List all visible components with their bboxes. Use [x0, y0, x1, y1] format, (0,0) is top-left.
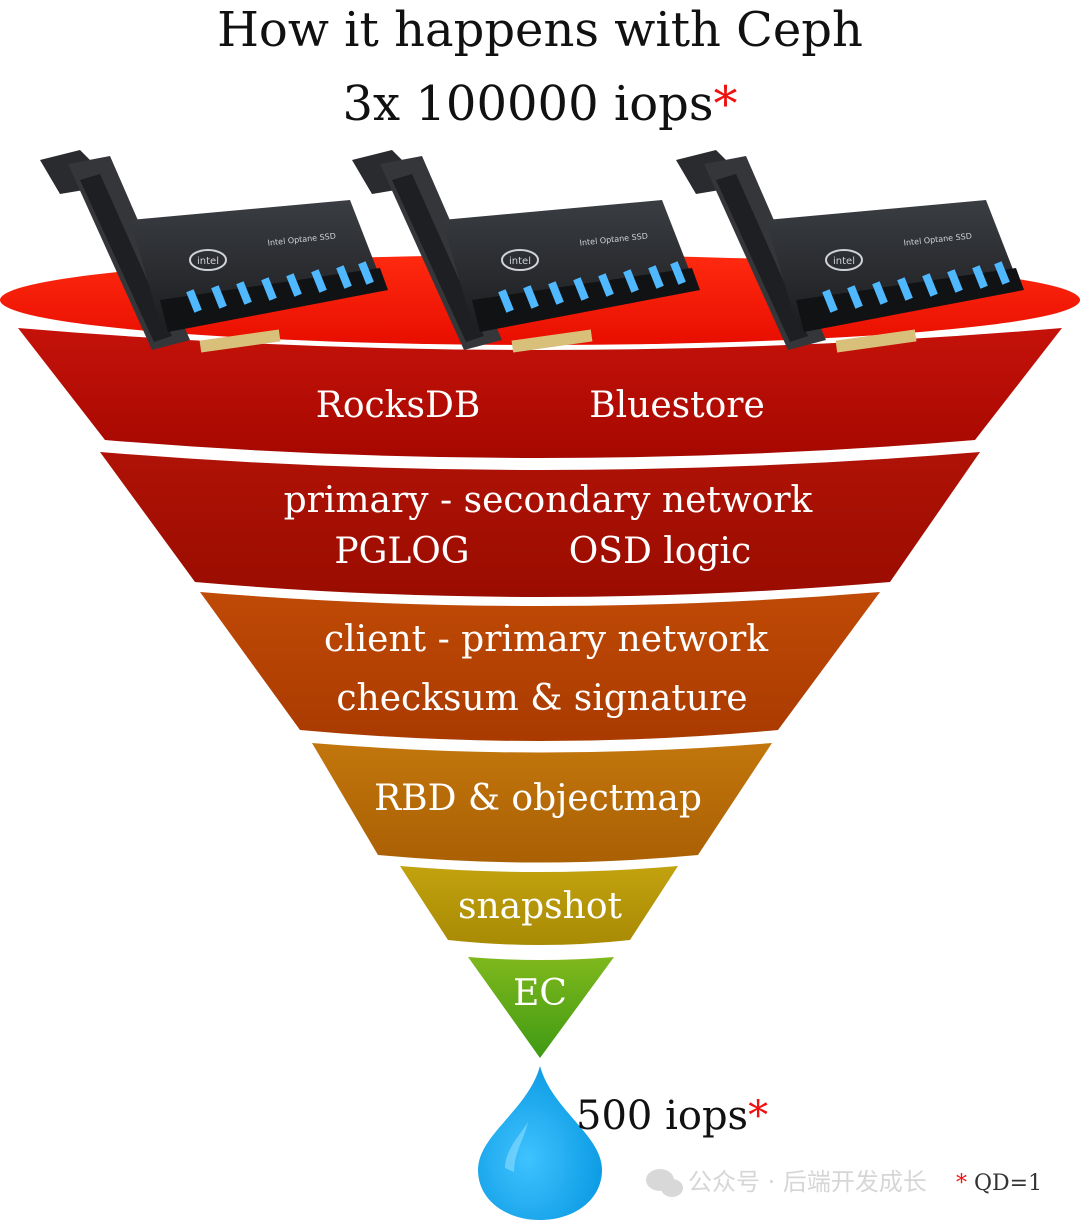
ssd-card-1: intel Intel Optane SSD: [40, 150, 388, 353]
svg-text:intel: intel: [833, 256, 855, 267]
output-iops-value: 500 iops: [576, 1093, 749, 1139]
label-rocksdb: RocksDB: [316, 385, 481, 426]
title-iops: 3x 100000 iops: [342, 76, 714, 132]
label-snapshot: snapshot: [458, 886, 623, 927]
funnel-layer-rocksdb-bluestore: [18, 328, 1062, 458]
label-osd-logic: OSD logic: [569, 531, 751, 572]
output-asterisk: *: [748, 1093, 769, 1139]
label-pglog: PGLOG: [334, 531, 469, 572]
footnote: * QD=1: [956, 1170, 1042, 1198]
title-line-2: 3x 100000 iops*: [0, 74, 1080, 134]
water-drop: [478, 1066, 602, 1220]
funnel-layer-rbd-objectmap: [312, 743, 772, 863]
watermark: 公众号 · 后端开发成长: [646, 1168, 927, 1197]
label-primary-secondary-network: primary - secondary network: [284, 480, 814, 521]
label-ec: EC: [513, 973, 567, 1014]
funnel-layer-ec: [468, 957, 614, 1058]
label-client-primary-network: client - primary network: [324, 619, 769, 660]
label-checksum-signature: checksum & signature: [336, 678, 747, 719]
label-rbd-objectmap: RBD & objectmap: [374, 778, 702, 819]
intel-logo-2: [501, 249, 539, 271]
svg-text:intel: intel: [197, 256, 219, 267]
title-asterisk: *: [713, 76, 738, 132]
ssd-card-2: intel Intel Optane SSD: [352, 150, 700, 353]
intel-logo-1: [189, 249, 227, 271]
svg-text:intel: intel: [509, 256, 531, 267]
watermark-text: 公众号 · 后端开发成长: [688, 1168, 927, 1196]
funnel-layer-network-pglog: [100, 452, 980, 597]
funnel-layer-client-checksum: [200, 592, 880, 741]
footnote-text: QD=1: [974, 1171, 1043, 1196]
title-line-1: How it happens with Ceph: [217, 2, 863, 58]
water-drop-highlight: [505, 1122, 528, 1172]
output-iops-label: 500 iops*: [576, 1090, 768, 1142]
funnel-layer-snapshot: [400, 866, 678, 945]
ssd-card-3: intel Intel Optane SSD: [676, 150, 1024, 353]
label-bluestore: Bluestore: [589, 385, 765, 426]
intel-logo-3: [825, 249, 863, 271]
footnote-asterisk: *: [956, 1171, 967, 1196]
